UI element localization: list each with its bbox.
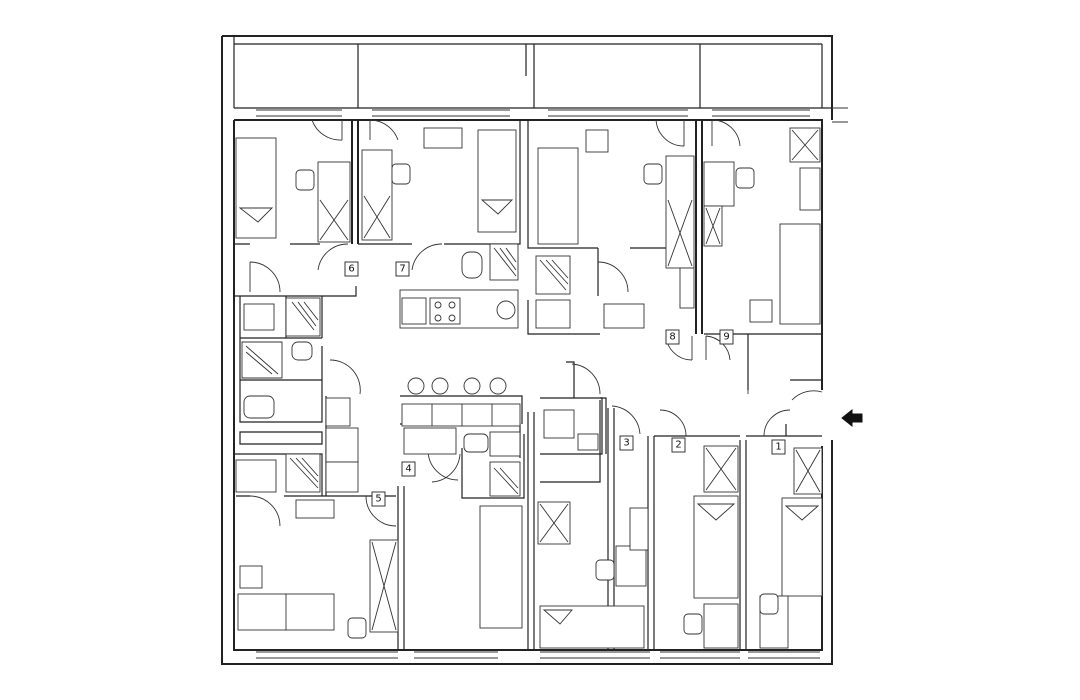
room-label-8: 8	[665, 329, 680, 345]
room-label-7: 7	[395, 261, 410, 277]
svg-text:5: 5	[375, 494, 381, 505]
room-label-9: 9	[719, 329, 734, 345]
room-labels: 6 7 8 9 5 4 3 2	[344, 261, 786, 507]
room-label-2: 2	[671, 437, 686, 453]
svg-text:7: 7	[399, 264, 405, 275]
room-label-6: 6	[344, 261, 359, 277]
arrow-left-icon	[841, 408, 863, 428]
room-label-1: 1	[771, 439, 786, 455]
room-label-5: 5	[371, 491, 386, 507]
svg-text:4: 4	[405, 464, 411, 475]
windows-bottom	[256, 651, 820, 659]
furniture	[235, 127, 823, 649]
room-label-3: 3	[619, 435, 634, 451]
svg-text:9: 9	[723, 332, 729, 343]
exterior-walls	[221, 35, 848, 665]
shower-patterns	[245, 247, 569, 495]
room-label-4: 4	[401, 461, 416, 477]
bed-room-6	[235, 137, 277, 239]
windows-top	[256, 109, 810, 117]
svg-text:1: 1	[775, 442, 781, 453]
svg-text:2: 2	[675, 440, 681, 451]
svg-text:3: 3	[623, 438, 629, 449]
svg-text:8: 8	[669, 332, 675, 343]
svg-text:6: 6	[348, 264, 354, 275]
doors	[249, 119, 823, 527]
